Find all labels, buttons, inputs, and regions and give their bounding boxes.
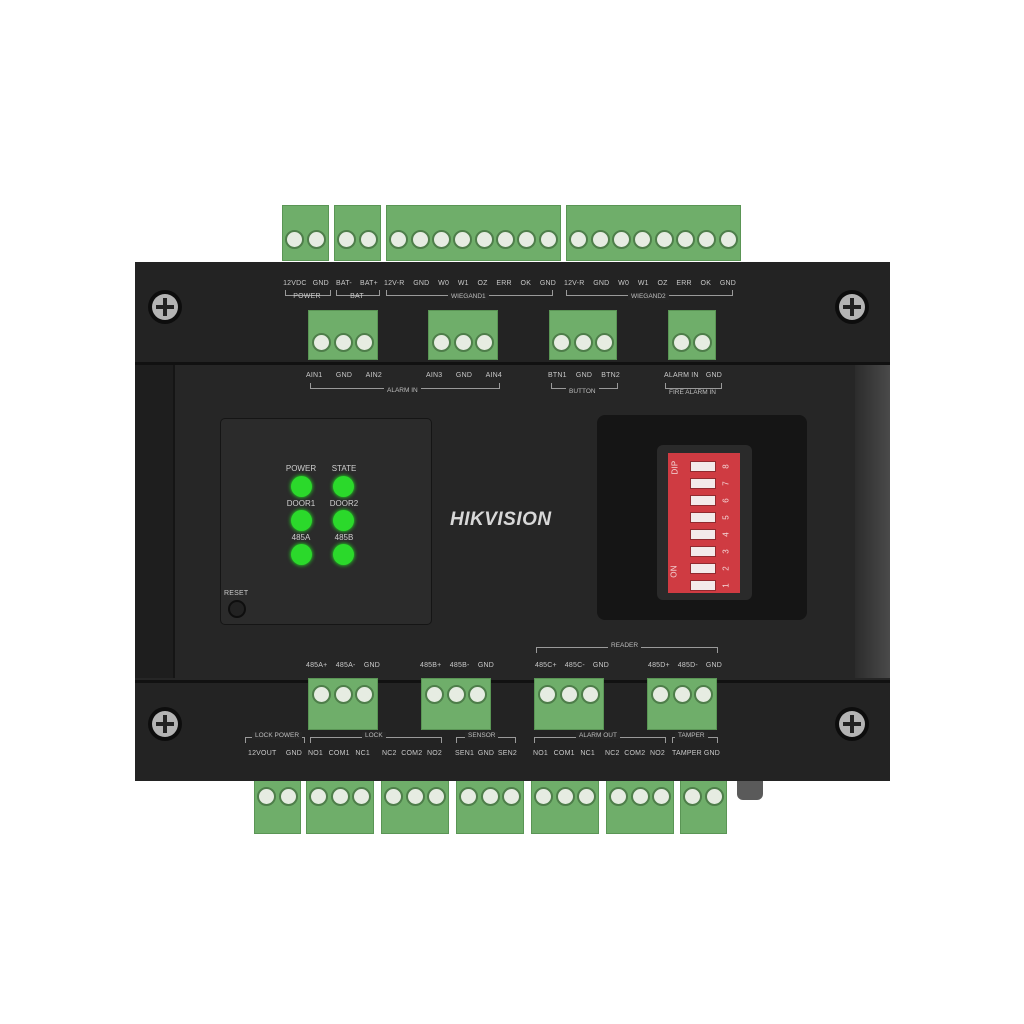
terminal-block-fire-alarm[interactable] <box>668 310 716 360</box>
top-rail <box>135 262 890 365</box>
dip-switch-3[interactable] <box>690 546 716 557</box>
wiegand1-group-label: WIEGAND1 <box>448 293 489 300</box>
reset-label: RESET <box>224 590 249 597</box>
lock-power-group-label: LOCK POWER <box>252 732 303 739</box>
alarm-out-group-label: ALARM OUT <box>576 732 620 739</box>
led-label-door1: DOOR1 <box>286 499 316 508</box>
right-side <box>855 365 890 678</box>
bottom-rail <box>135 680 890 781</box>
terminal-block-wiegand2[interactable] <box>566 205 741 261</box>
led-status-panel <box>220 418 432 625</box>
screw-icon <box>148 707 182 741</box>
reset-button[interactable] <box>228 600 246 618</box>
terminal-screw[interactable] <box>285 230 305 249</box>
terminal-block-lock-power[interactable] <box>254 778 301 834</box>
terminal-block-tamper[interactable] <box>680 778 727 834</box>
wiegand2-group-label: WIEGAND2 <box>628 293 669 300</box>
led-door2-icon <box>333 510 354 531</box>
485d-pin-labels: 485D+485D-GND <box>648 662 722 669</box>
terminal-block-alarm-out-2[interactable] <box>606 778 674 834</box>
dip-switch-7[interactable] <box>690 478 716 489</box>
dip-switch-2[interactable] <box>690 563 716 574</box>
dip-label: DIP <box>670 460 680 475</box>
dip-switch-list: 8 7 6 5 4 3 2 1 <box>690 461 731 591</box>
screw-icon <box>148 290 182 324</box>
terminal-block-alarm-in-2[interactable] <box>428 310 498 360</box>
terminal-block-485b[interactable] <box>421 678 491 730</box>
led-label-485b: 485B <box>334 533 354 542</box>
terminal-block-alarm-out-1[interactable] <box>531 778 599 834</box>
button-group-label: BUTTON <box>566 388 599 395</box>
terminal-block-lock-2[interactable] <box>381 778 449 834</box>
terminal-screw[interactable] <box>337 230 357 249</box>
left-side <box>135 365 175 678</box>
tamper-group-label: TAMPER <box>675 732 708 739</box>
led-state-icon <box>333 476 354 497</box>
alarm-in-group-label: ALARM IN <box>384 387 421 394</box>
led-label-door2: DOOR2 <box>329 499 359 508</box>
dip-on-label: ON <box>669 565 679 578</box>
sensor-group-label: SENSOR <box>465 732 499 739</box>
led-label-power: POWER <box>285 464 317 473</box>
terminal-screw[interactable] <box>306 230 326 249</box>
terminal-block-485c[interactable] <box>534 678 604 730</box>
led-485b-icon <box>333 544 354 565</box>
reader-group-label: READER <box>608 642 642 649</box>
485c-pin-labels: 485C+485C-GND <box>535 662 609 669</box>
led-485a-icon <box>291 544 312 565</box>
dip-switch-6[interactable] <box>690 495 716 506</box>
led-door1-icon <box>291 510 312 531</box>
terminal-block-alarm-in-1[interactable] <box>308 310 378 360</box>
terminal-block-lock-1[interactable] <box>306 778 374 834</box>
dip-switch-5[interactable] <box>690 512 716 523</box>
dip-switch-8[interactable] <box>690 461 716 472</box>
screw-icon <box>835 290 869 324</box>
led-power-icon <box>291 476 312 497</box>
fire-alarm-group-label: FIRE ALARM IN <box>666 389 719 396</box>
screw-icon <box>835 707 869 741</box>
terminal-block-485a[interactable] <box>308 678 378 730</box>
485a-pin-labels: 485A+485A-GND <box>306 662 380 669</box>
terminal-block-wiegand1[interactable] <box>386 205 561 261</box>
terminal-block-sensor[interactable] <box>456 778 524 834</box>
terminal-block-button[interactable] <box>549 310 617 360</box>
terminal-block-bat[interactable] <box>334 205 381 261</box>
brand-logo: HIKVISION <box>450 509 552 530</box>
led-label-state: STATE <box>331 464 357 473</box>
led-label-485a: 485A <box>291 533 311 542</box>
bat-group-label: BAT <box>350 293 364 300</box>
terminal-block-power[interactable] <box>282 205 329 261</box>
power-group-label: POWER <box>293 293 321 300</box>
terminal-screw[interactable] <box>358 230 378 249</box>
485b-pin-labels: 485B+485B-GND <box>420 662 494 669</box>
tamper-switch[interactable] <box>737 778 763 800</box>
lock-group-label: LOCK <box>362 732 386 739</box>
dip-switch-1[interactable] <box>690 580 716 591</box>
dip-switch-4[interactable] <box>690 529 716 540</box>
terminal-block-485d[interactable] <box>647 678 717 730</box>
bat-pin-labels: BAT-BAT+ <box>336 280 378 287</box>
